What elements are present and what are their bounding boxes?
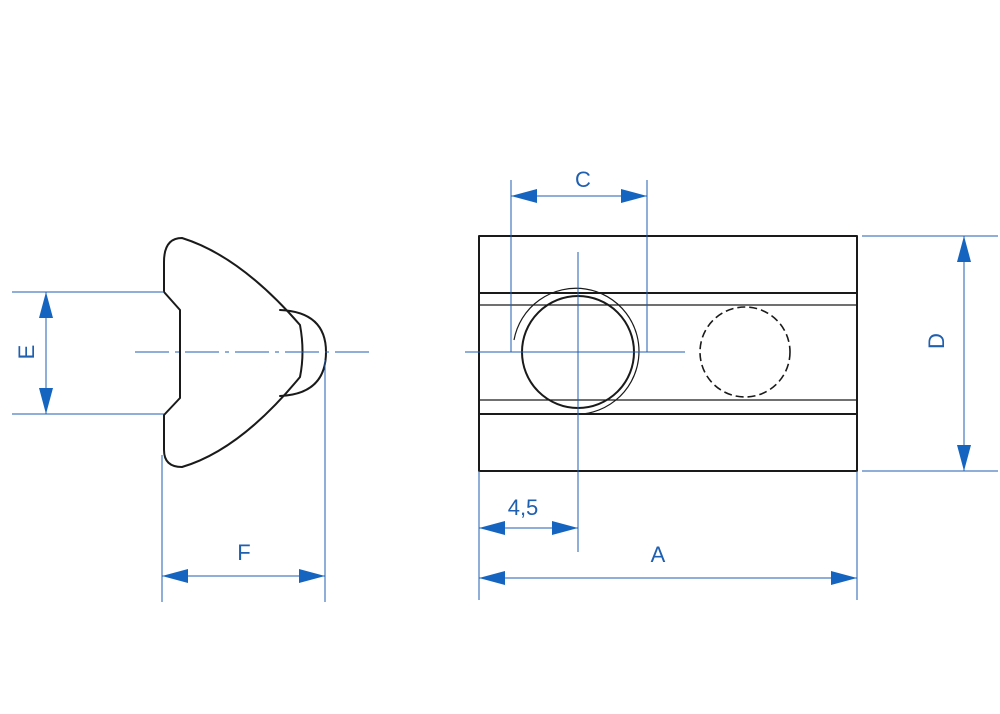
dimension-a: A bbox=[479, 471, 858, 600]
front-view bbox=[465, 235, 858, 552]
dim-f-arrow-right bbox=[299, 569, 325, 583]
dim-d-arrow-top bbox=[957, 236, 971, 262]
dimension-c: C bbox=[510, 167, 648, 352]
dim-f-label: F bbox=[237, 540, 250, 565]
dim-d-arrow-bottom bbox=[957, 445, 971, 471]
dimension-d: D bbox=[862, 235, 998, 472]
dimension-offset: 4,5 bbox=[478, 471, 578, 600]
dim-c-label: C bbox=[575, 167, 591, 192]
dimension-e: E bbox=[12, 291, 164, 415]
dim-a-label: A bbox=[651, 542, 666, 567]
dim-e-arrow-top bbox=[39, 292, 53, 318]
dim-offset-arrow-right bbox=[552, 521, 578, 535]
dim-c-arrow-right bbox=[621, 189, 647, 203]
dim-a-arrow-left bbox=[479, 571, 505, 585]
side-view-wedge-outline bbox=[163, 237, 304, 468]
side-view bbox=[135, 237, 372, 468]
dim-a-arrow-right bbox=[831, 571, 857, 585]
front-view-body bbox=[478, 235, 858, 472]
dim-f-arrow-left bbox=[162, 569, 188, 583]
dimension-f: F bbox=[161, 360, 326, 602]
dim-c-arrow-left bbox=[511, 189, 537, 203]
dim-e-arrow-bottom bbox=[39, 388, 53, 414]
dim-offset-arrow-left bbox=[479, 521, 505, 535]
thread-spiral bbox=[513, 287, 640, 415]
dim-offset-label: 4,5 bbox=[508, 495, 539, 520]
dim-d-label: D bbox=[924, 333, 949, 349]
dim-e-label: E bbox=[14, 345, 39, 360]
hidden-hole bbox=[699, 306, 791, 398]
